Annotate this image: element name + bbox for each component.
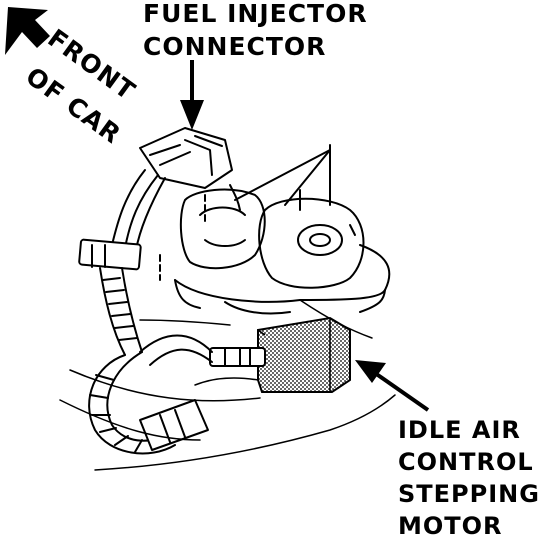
- iac-motor-label-line1: IDLE AIR: [398, 416, 521, 444]
- iac-motor-body: [257, 316, 351, 393]
- iac-motor-label-line2: CONTROL: [398, 448, 534, 476]
- iac-motor-label-line4: MOTOR: [398, 512, 503, 540]
- iac-motor-label-line3: STEPPING: [398, 480, 540, 508]
- fuel-injector-connector-label-line1: FUEL INJECTOR: [143, 0, 368, 28]
- wiring-harness: [78, 169, 213, 455]
- iac-electrical-connector: [209, 347, 266, 367]
- intake-background-lines: [59, 299, 396, 471]
- fuel-injector-connector: [139, 127, 233, 189]
- throttle-body-drawing: [159, 144, 391, 315]
- fuel-injector-connector-arrow: [180, 60, 204, 130]
- front-of-car-arrow: [5, 7, 50, 55]
- iac-motor-arrow: [355, 360, 430, 412]
- fuel-injector-connector-label-line2: CONNECTOR: [143, 32, 326, 61]
